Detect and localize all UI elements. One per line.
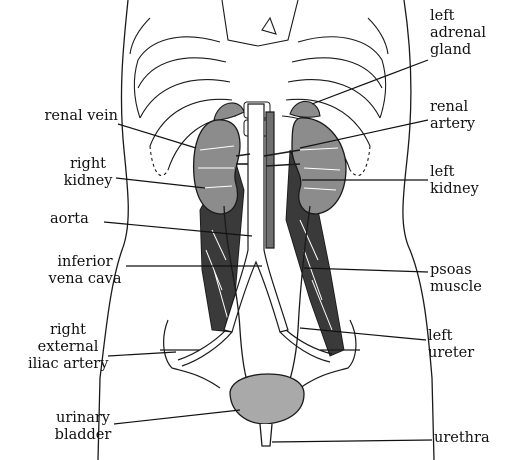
- leader-urethra: [272, 440, 432, 442]
- label-urinary-bladder: urinary bladder: [50, 410, 116, 444]
- label-urethra: urethra: [434, 430, 490, 447]
- iliac-vessels: [178, 330, 332, 366]
- label-right-external-iliac-artery: right external iliac artery: [28, 322, 108, 373]
- leader-renal-vein: [118, 124, 196, 148]
- leader-right-kidney: [116, 178, 205, 188]
- label-inferior-vena-cava: inferior vena cava: [44, 254, 126, 288]
- left-kidney-shape: [292, 118, 346, 214]
- label-left-adrenal-gland: left adrenal gland: [430, 8, 486, 59]
- label-renal-artery: renal artery: [430, 99, 475, 133]
- label-renal-vein: renal vein: [45, 108, 119, 125]
- label-left-ureter: left ureter: [428, 328, 474, 362]
- label-left-kidney: left kidney: [430, 164, 479, 198]
- right-kidney-shape: [194, 120, 240, 214]
- leader-urinary-bladder: [114, 410, 240, 424]
- leader-left-ureter: [300, 328, 426, 340]
- urethra-shape: [260, 424, 272, 446]
- label-aorta: aorta: [50, 211, 89, 228]
- bladder: [230, 374, 304, 446]
- label-psoas-muscle: psoas muscle: [430, 262, 482, 296]
- bladder-shape: [230, 374, 304, 424]
- label-right-kidney: right kidney: [58, 156, 118, 190]
